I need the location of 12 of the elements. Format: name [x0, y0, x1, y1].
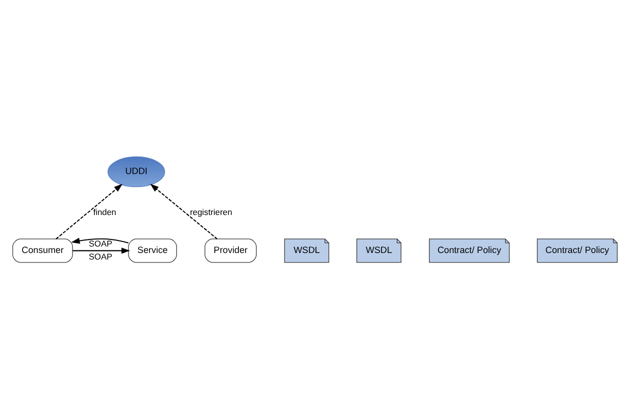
arrow	[71, 237, 129, 244]
edge-label: SOAP	[88, 238, 112, 248]
edge-label: finden	[93, 206, 116, 217]
node-box: Service	[128, 238, 177, 262]
edge-label: registrieren	[190, 206, 232, 217]
edge-label: SOAP	[88, 250, 112, 261]
arrow	[72, 247, 130, 254]
arrow	[150, 183, 218, 239]
node-box: Consumer	[12, 238, 73, 262]
node-ellipse: UDDI	[108, 156, 166, 187]
arrow	[56, 183, 123, 239]
node-box: Provider	[204, 238, 257, 262]
